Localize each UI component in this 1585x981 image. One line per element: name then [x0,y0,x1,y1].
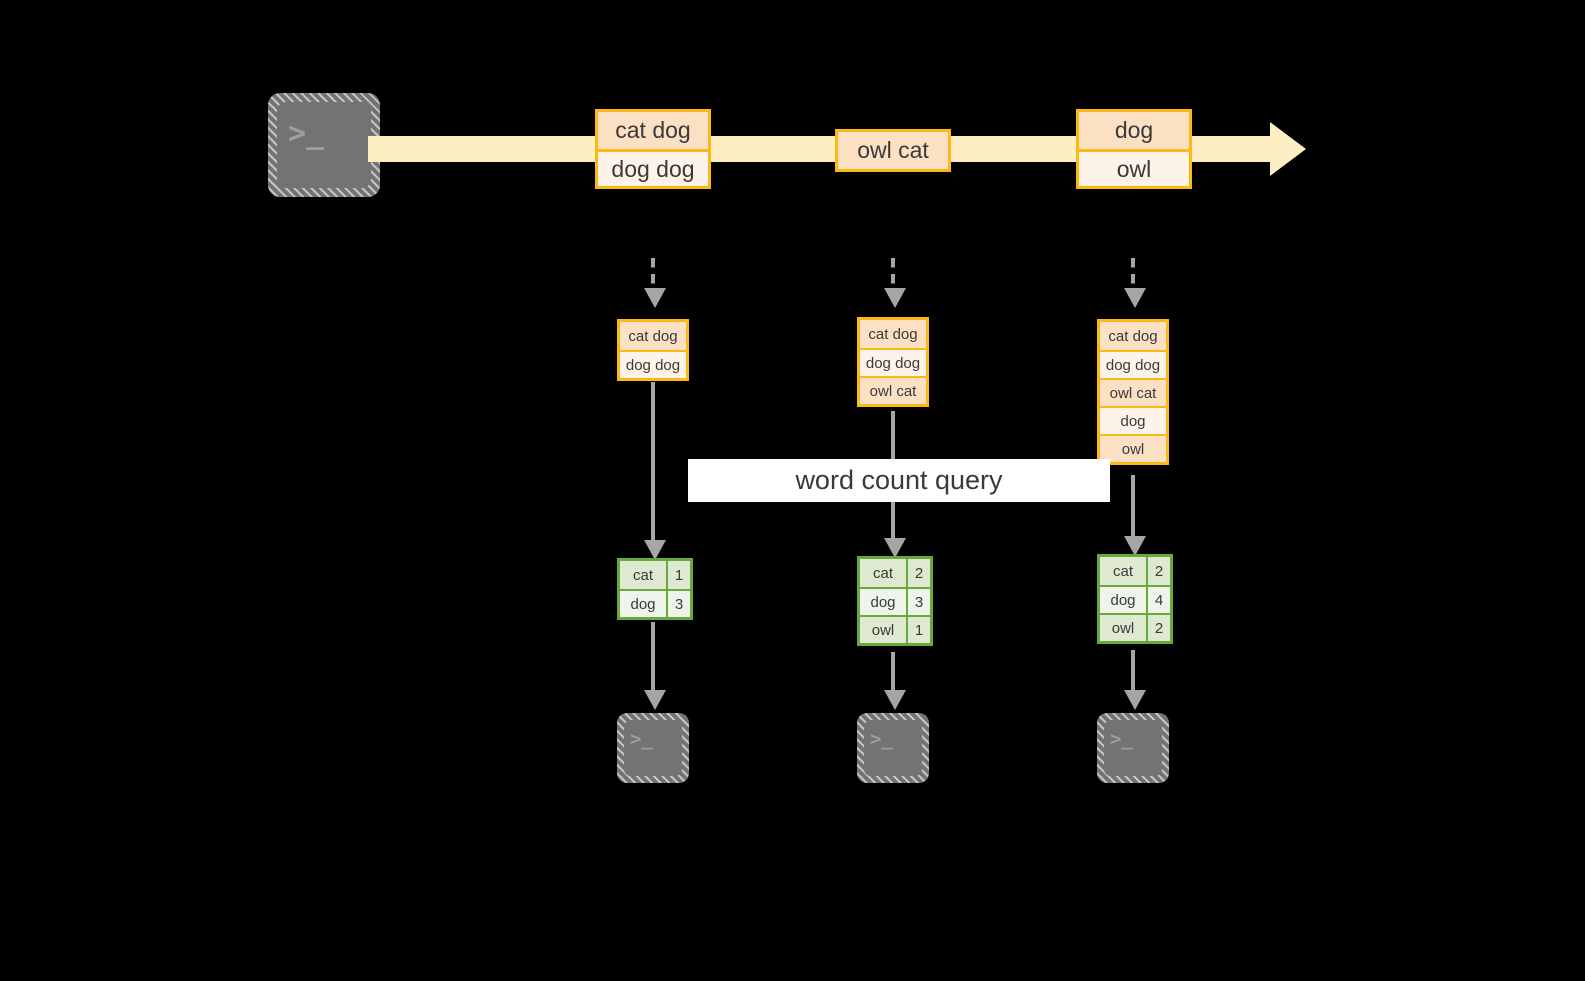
stream-message-3: dog owl [1076,109,1192,189]
snapshot-2-messages: cat dog dog dog owl cat [857,317,929,407]
query-connector-1 [651,382,655,548]
terminal-screen [624,720,682,776]
arrowhead-icon [644,540,666,560]
terminal-prompt-label: >_ [630,728,653,750]
table-cell-word: owl [1100,615,1146,641]
table-cell-count: 4 [1146,587,1170,613]
terminal-screen [1104,720,1162,776]
snapshot-3-messages: cat dog dog dog owl cat dog owl [1097,319,1169,465]
message-line: cat dog [860,320,926,348]
consumer-terminal-icon-1: >_ [617,713,689,783]
table-row: cat 1 [620,561,690,589]
message-line: owl cat [838,132,948,169]
stream-to-snapshot-connector-1 [651,258,655,290]
arrowhead-icon [644,288,666,308]
table-cell-count: 3 [906,589,930,615]
table-row: cat 2 [860,559,930,587]
table-cell-count: 1 [906,617,930,643]
table-row: dog 3 [860,587,930,615]
table-cell-word: cat [620,561,666,589]
stream-to-snapshot-connector-2 [891,258,895,290]
message-line: owl cat [860,376,926,404]
stream-to-snapshot-connector-3 [1131,258,1135,290]
message-line: dog dog [1100,350,1166,378]
table-cell-count: 1 [666,561,690,589]
message-line: dog [1079,112,1189,149]
table-cell-word: cat [1100,557,1146,585]
consumer-terminal-icon-2: >_ [857,713,929,783]
arrowhead-icon [1124,536,1146,556]
table-cell-count: 3 [666,591,690,617]
arrowhead-icon [884,690,906,710]
snapshot-3-result-table: cat 2 dog 4 owl 2 [1097,554,1173,644]
message-line: owl [1100,434,1166,462]
table-cell-word: dog [860,589,906,615]
arrowhead-icon [644,690,666,710]
message-line: dog dog [860,348,926,376]
producer-terminal-icon: >_ [268,93,380,197]
table-cell-word: owl [860,617,906,643]
message-line: dog [1100,406,1166,434]
table-cell-word: dog [620,591,666,617]
stream-arrowhead-icon [1270,122,1306,176]
terminal-prompt-label: >_ [288,116,325,151]
stream-message-1: cat dog dog dog [595,109,711,189]
message-line: cat dog [620,322,686,350]
terminal-prompt-label: >_ [1110,728,1133,750]
result-to-consumer-connector-3 [1131,650,1135,700]
message-line: cat dog [1100,322,1166,350]
table-cell-count: 2 [1146,615,1170,641]
snapshot-1-messages: cat dog dog dog [617,319,689,381]
terminal-screen [864,720,922,776]
message-line: dog dog [620,350,686,378]
table-cell-word: cat [860,559,906,587]
arrowhead-icon [884,538,906,558]
arrowhead-icon [1124,288,1146,308]
message-line: owl cat [1100,378,1166,406]
stream-message-2: owl cat [835,129,951,172]
table-row: dog 4 [1100,585,1170,613]
arrowhead-icon [884,288,906,308]
query-connector-3 [1131,475,1135,545]
table-row: owl 1 [860,615,930,643]
terminal-screen [277,102,371,188]
terminal-prompt-label: >_ [870,728,893,750]
snapshot-2-result-table: cat 2 dog 3 owl 1 [857,556,933,646]
snapshot-1-result-table: cat 1 dog 3 [617,558,693,620]
table-cell-count: 2 [906,559,930,587]
message-line: dog dog [598,149,708,186]
table-row: cat 2 [1100,557,1170,585]
result-to-consumer-connector-2 [891,652,895,700]
table-cell-count: 2 [1146,557,1170,585]
table-row: owl 2 [1100,613,1170,641]
query-label: word count query [688,459,1110,502]
consumer-terminal-icon-3: >_ [1097,713,1169,783]
arrowhead-icon [1124,690,1146,710]
message-line: owl [1079,149,1189,186]
message-line: cat dog [598,112,708,149]
table-row: dog 3 [620,589,690,617]
result-to-consumer-connector-1 [651,622,655,698]
table-cell-word: dog [1100,587,1146,613]
